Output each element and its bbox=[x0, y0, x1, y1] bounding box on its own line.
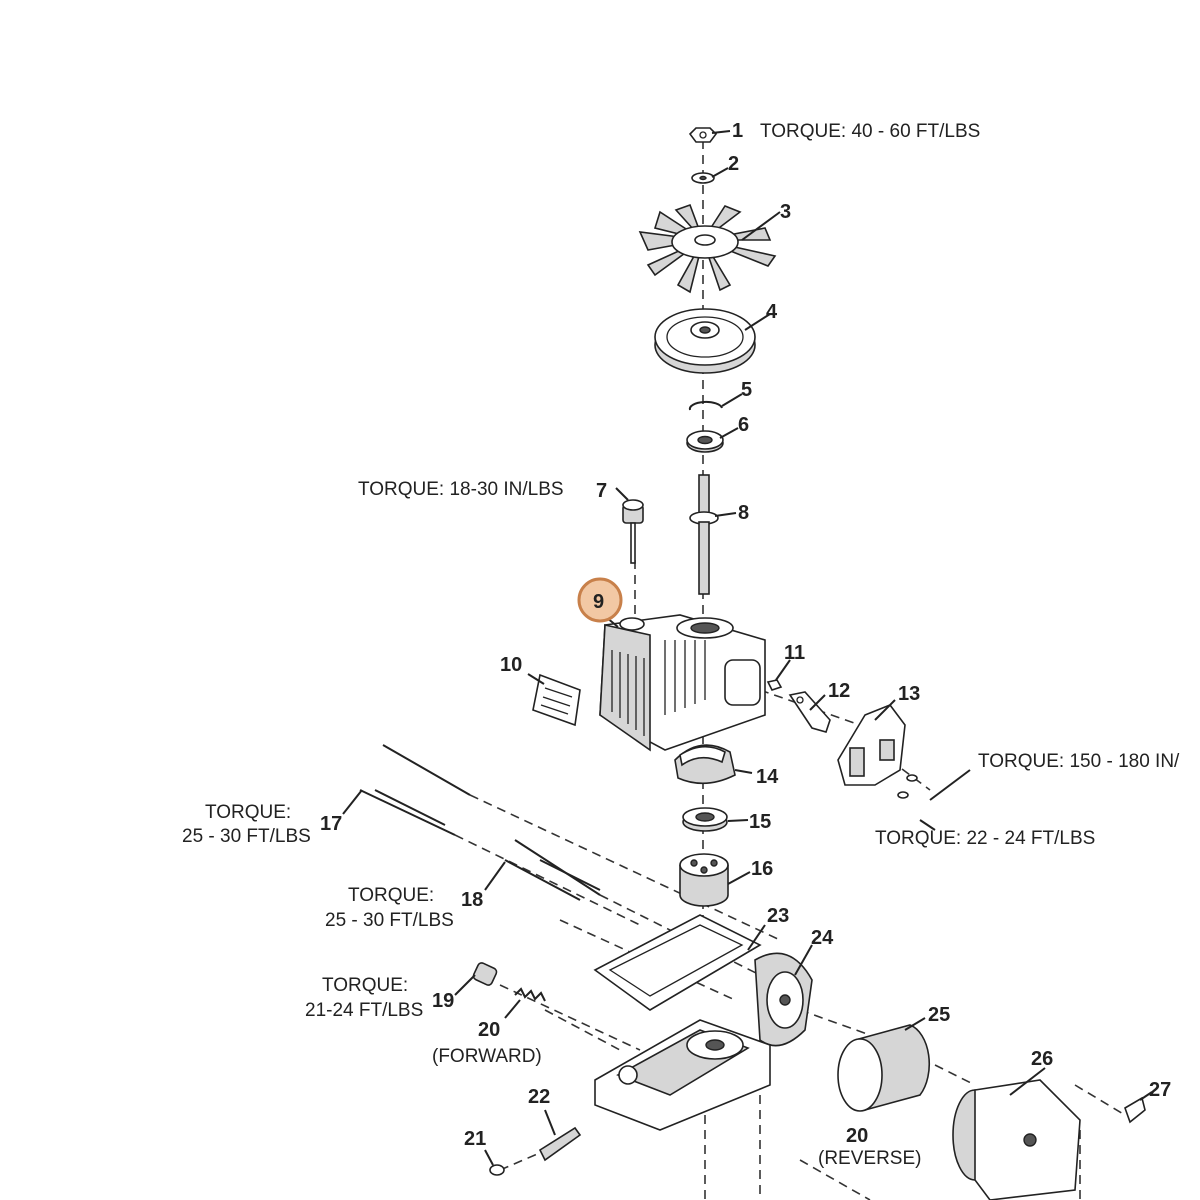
part-7-plug bbox=[622, 499, 644, 564]
callout-24: 24 bbox=[811, 927, 834, 949]
callout-22: 22 bbox=[528, 1086, 550, 1108]
part-10-decal bbox=[532, 673, 581, 727]
callout-19: 19 bbox=[432, 990, 454, 1012]
lower-main-housing bbox=[594, 1019, 771, 1131]
callout-25: 25 bbox=[928, 1004, 950, 1026]
forward-note: (FORWARD) bbox=[432, 1046, 542, 1067]
part-18-bolts bbox=[504, 839, 601, 901]
part-1-flange-nut bbox=[688, 127, 718, 143]
torque-note-7: TORQUE: 18-30 IN/LBS bbox=[358, 479, 564, 500]
callout-9: 9 bbox=[593, 591, 604, 613]
callout-9-highlight bbox=[577, 577, 623, 623]
callout-12: 12 bbox=[828, 680, 850, 702]
torque-note-17-line1: TORQUE: bbox=[205, 802, 291, 823]
reverse-note: (REVERSE) bbox=[818, 1148, 921, 1169]
part-8-input-shaft bbox=[689, 474, 719, 595]
torque-note-18-line2: 25 - 30 FT/LBS bbox=[325, 910, 454, 931]
callout-10: 10 bbox=[500, 654, 522, 676]
callout-2: 2 bbox=[728, 153, 739, 175]
torque-note-17-line2: 25 - 30 FT/LBS bbox=[182, 826, 311, 847]
part-17-bolts bbox=[359, 744, 471, 836]
torque-note-13-lower: TORQUE: 22 - 24 FT/LBS bbox=[875, 828, 1095, 849]
callout-14: 14 bbox=[756, 766, 779, 788]
part-15-thrust-bearing bbox=[682, 807, 728, 832]
callout-numbers: 1 2 3 4 5 6 7 8 9 10 11 12 13 14 15 16 1… bbox=[320, 120, 1171, 1150]
callout-17: 17 bbox=[320, 813, 342, 835]
part-11-nut bbox=[766, 679, 783, 691]
part-27-key bbox=[1124, 1096, 1146, 1124]
part-22-valve bbox=[538, 1126, 582, 1162]
callout-21: 21 bbox=[464, 1128, 486, 1150]
torque-note-1: TORQUE: 40 - 60 FT/LBS bbox=[760, 121, 980, 142]
callout-20-reverse: 20 bbox=[846, 1125, 868, 1147]
part-21-o-ring bbox=[489, 1164, 505, 1176]
part-16-cylinder-block bbox=[679, 853, 729, 907]
torque-notes: TORQUE: 40 - 60 FT/LBS TORQUE: 18-30 IN/… bbox=[182, 121, 1180, 1169]
part-3-cooling-fan bbox=[638, 203, 777, 294]
callout-3: 3 bbox=[780, 201, 791, 223]
part-9-housing bbox=[599, 614, 766, 752]
callout-5: 5 bbox=[741, 379, 752, 401]
callout-20-forward: 20 bbox=[478, 1019, 500, 1041]
callout-7: 7 bbox=[596, 480, 607, 502]
torque-note-19-line1: TORQUE: bbox=[322, 975, 408, 996]
callout-18: 18 bbox=[461, 889, 483, 911]
part-2-washer bbox=[691, 172, 715, 184]
callout-6: 6 bbox=[738, 414, 749, 436]
callout-16: 16 bbox=[751, 858, 773, 880]
part-24-end-cap bbox=[754, 952, 813, 1047]
torque-note-13-upper: TORQUE: 150 - 180 IN/ bbox=[978, 751, 1180, 772]
part-25-coupler bbox=[837, 1024, 931, 1112]
callout-8: 8 bbox=[738, 502, 749, 524]
callout-23: 23 bbox=[767, 905, 789, 927]
torque-note-18-line1: TORQUE: bbox=[348, 885, 434, 906]
part-19-plug bbox=[472, 962, 498, 986]
callout-1: 1 bbox=[732, 120, 743, 142]
part-12-control-arm bbox=[788, 691, 831, 733]
part-23-gasket bbox=[593, 914, 762, 1011]
part-14-swashplate bbox=[674, 744, 736, 785]
leader-lines bbox=[342, 130, 1153, 1166]
part-6-bearing bbox=[686, 430, 724, 453]
part-13-bracket-assembly bbox=[837, 704, 971, 831]
torque-note-19-line2: 21-24 FT/LBS bbox=[305, 1000, 423, 1021]
part-4-pulley bbox=[654, 308, 756, 374]
part-26-axle-housing bbox=[952, 1079, 1081, 1200]
callout-15: 15 bbox=[749, 811, 771, 833]
callout-11: 11 bbox=[784, 642, 805, 664]
callout-26: 26 bbox=[1031, 1048, 1053, 1070]
part-5-retaining-ring bbox=[688, 400, 723, 411]
part-20-spring-forward bbox=[514, 987, 546, 1002]
callout-4: 4 bbox=[766, 301, 778, 323]
callout-13: 13 bbox=[898, 683, 920, 705]
callout-27: 27 bbox=[1149, 1079, 1171, 1101]
